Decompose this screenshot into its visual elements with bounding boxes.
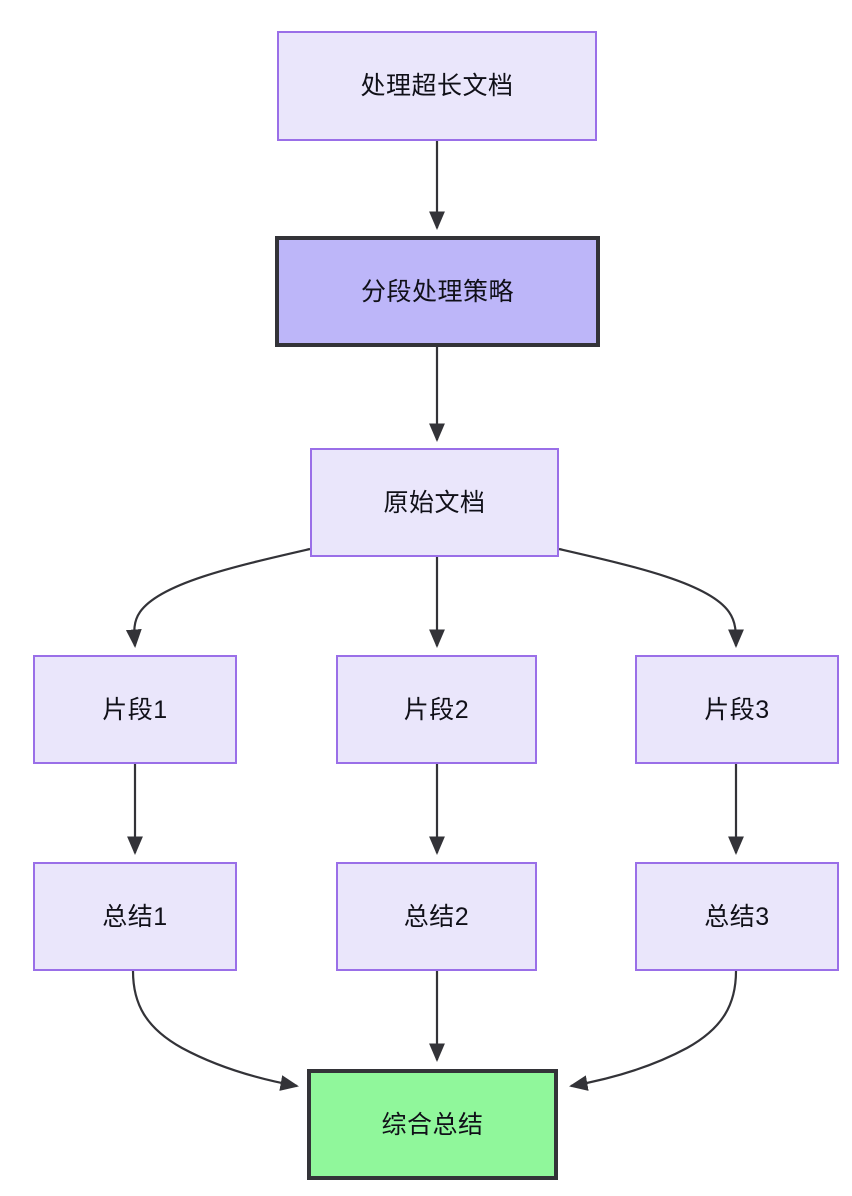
node-label: 处理超长文档 — [360, 72, 514, 100]
node-label: 片段3 — [704, 695, 770, 724]
edge-summary-1-to-final-summary — [131, 970, 299, 1091]
node-label: 综合总结 — [381, 1110, 484, 1139]
node-label: 总结2 — [403, 902, 470, 931]
node-label: 总结1 — [102, 902, 168, 931]
node-fragment-1[interactable]: 片段1 — [33, 655, 237, 764]
node-summary-1[interactable]: 总结1 — [33, 862, 237, 971]
node-label: 片段1 — [102, 695, 168, 724]
node-source-doc[interactable]: 原始文档 — [310, 448, 559, 557]
node-final-summary[interactable]: 综合总结 — [307, 1069, 558, 1180]
node-label: 原始文档 — [383, 488, 486, 517]
node-process-long-doc[interactable]: 处理超长文档 — [277, 31, 597, 141]
node-summary-2[interactable]: 总结2 — [336, 862, 537, 971]
edge-summary-3-to-final-summary — [569, 970, 738, 1091]
node-fragment-3[interactable]: 片段3 — [635, 655, 839, 764]
node-summary-3[interactable]: 总结3 — [635, 862, 839, 971]
edge-source-doc-to-fragment-1 — [125, 547, 311, 648]
node-chunk-strategy[interactable]: 分段处理策略 — [275, 236, 600, 347]
node-label: 分段处理策略 — [360, 277, 514, 306]
node-fragment-2[interactable]: 片段2 — [336, 655, 537, 764]
node-label: 总结3 — [704, 902, 770, 931]
node-label: 片段2 — [403, 695, 470, 724]
edge-source-doc-to-fragment-3 — [558, 547, 744, 648]
